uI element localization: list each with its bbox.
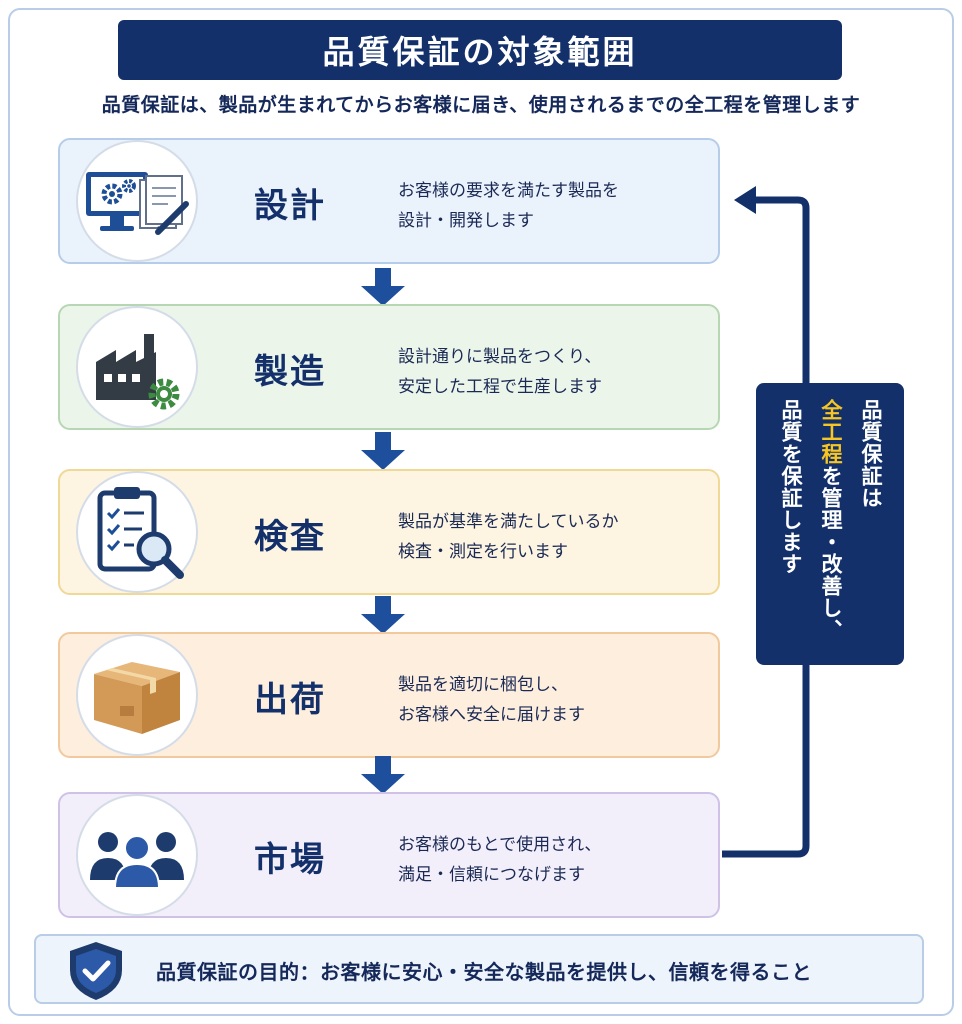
clipboard-magnifier-icon [76, 471, 198, 593]
step-description: お客様の要求を満たす製品を 設計・開発します [398, 181, 619, 231]
step-shipping: 出荷 製品を適切に梱包し、 お客様へ安全に届けます [58, 632, 720, 758]
step-market: 市場 お客様のもとで使用され、 満足・信頼につなげます [58, 792, 720, 918]
shield-check-icon [70, 942, 122, 1000]
down-arrow-icon [361, 268, 405, 306]
step-inspection: 検査 製品が基準を満たしているか 検査・測定を行います [58, 469, 720, 595]
callout-line-2: 全工程を管理・改善し、 [819, 399, 843, 641]
step-manufacturing: 製造 設計通りに製品をつくり、 安定した工程で生産します [58, 304, 720, 430]
design-computer-icon [76, 140, 198, 262]
step-design: 設計 お客様の要求を満たす製品を 設計・開発します [58, 138, 720, 264]
down-arrow-icon [361, 756, 405, 794]
page-title: 品質保証の対象範囲 [322, 33, 638, 71]
callout-highlight: 全工程 [819, 399, 843, 465]
step-name: 検査 [254, 517, 326, 557]
loop-callout-box: 品質保証は 全工程を管理・改善し、 品質を保証します [756, 383, 904, 665]
purpose-banner: 品質保証の目的：お客様に安心・安全な製品を提供し、信頼を得ること [34, 934, 924, 1004]
step-description: 製品が基準を満たしているか 検査・測定を行います [398, 512, 619, 562]
title-bar: 品質保証の対象範囲 [118, 20, 842, 80]
step-name: 製造 [254, 352, 326, 392]
down-arrow-icon [361, 432, 405, 470]
step-name: 市場 [254, 840, 326, 880]
customers-icon [76, 794, 198, 916]
cardboard-box-icon [76, 634, 198, 756]
purpose-text: 品質保証の目的：お客様に安心・安全な製品を提供し、信頼を得ること [156, 960, 812, 984]
step-name: 設計 [254, 186, 326, 226]
down-arrow-icon [361, 596, 405, 634]
step-name: 出荷 [254, 680, 326, 720]
page-subtitle: 品質保証は、製品が生まれてからお客様に届き、使用されるまでの全工程を管理します [101, 94, 861, 116]
callout-line-1: 品質保証は [859, 399, 883, 509]
step-description: お客様のもとで使用され、 満足・信頼につなげます [398, 835, 602, 885]
callout-line-3: 品質を保証します [779, 399, 803, 575]
step-description: 設計通りに製品をつくり、 安定した工程で生産します [398, 347, 602, 397]
factory-icon [76, 306, 198, 428]
step-description: 製品を適切に梱包し、 お客様へ安全に届けます [398, 675, 585, 725]
